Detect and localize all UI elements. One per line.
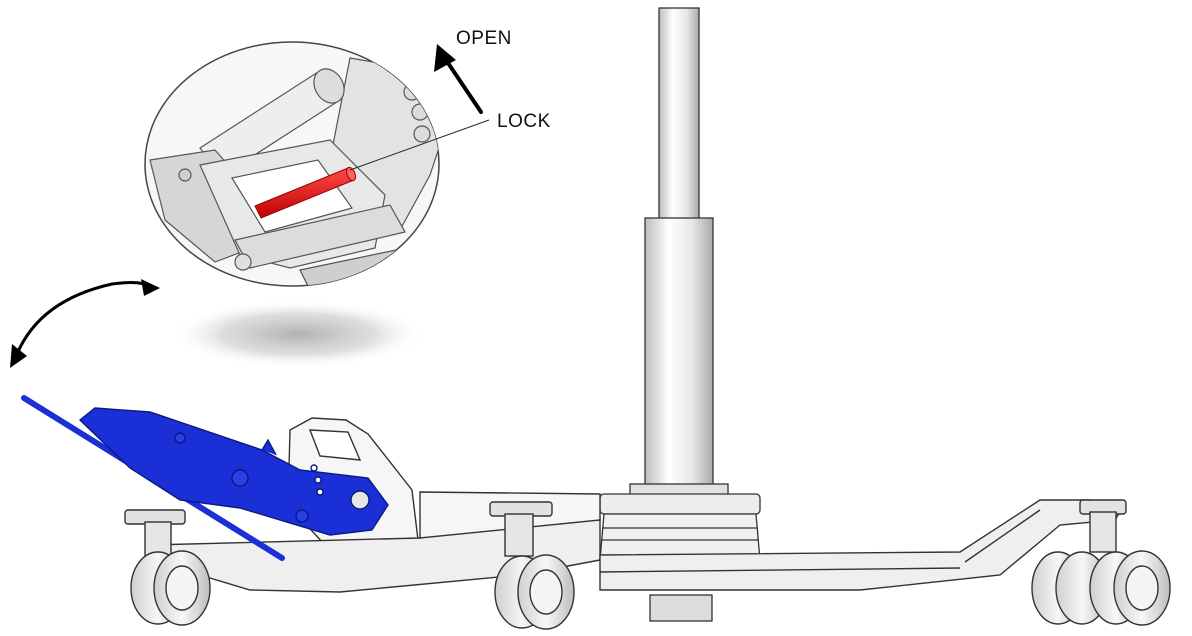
lock-leader-line	[349, 119, 490, 171]
zoom-detail	[144, 41, 440, 287]
jack-handle	[21, 395, 389, 561]
arrow-up-left-icon	[434, 44, 483, 114]
jack-mast	[599, 7, 761, 622]
caster-wheels	[130, 511, 1171, 630]
lock-label: LOCK	[497, 111, 551, 132]
curved-double-arrow-icon	[10, 279, 160, 368]
open-label: OPEN	[456, 28, 512, 49]
zoom-shadow	[170, 300, 426, 368]
